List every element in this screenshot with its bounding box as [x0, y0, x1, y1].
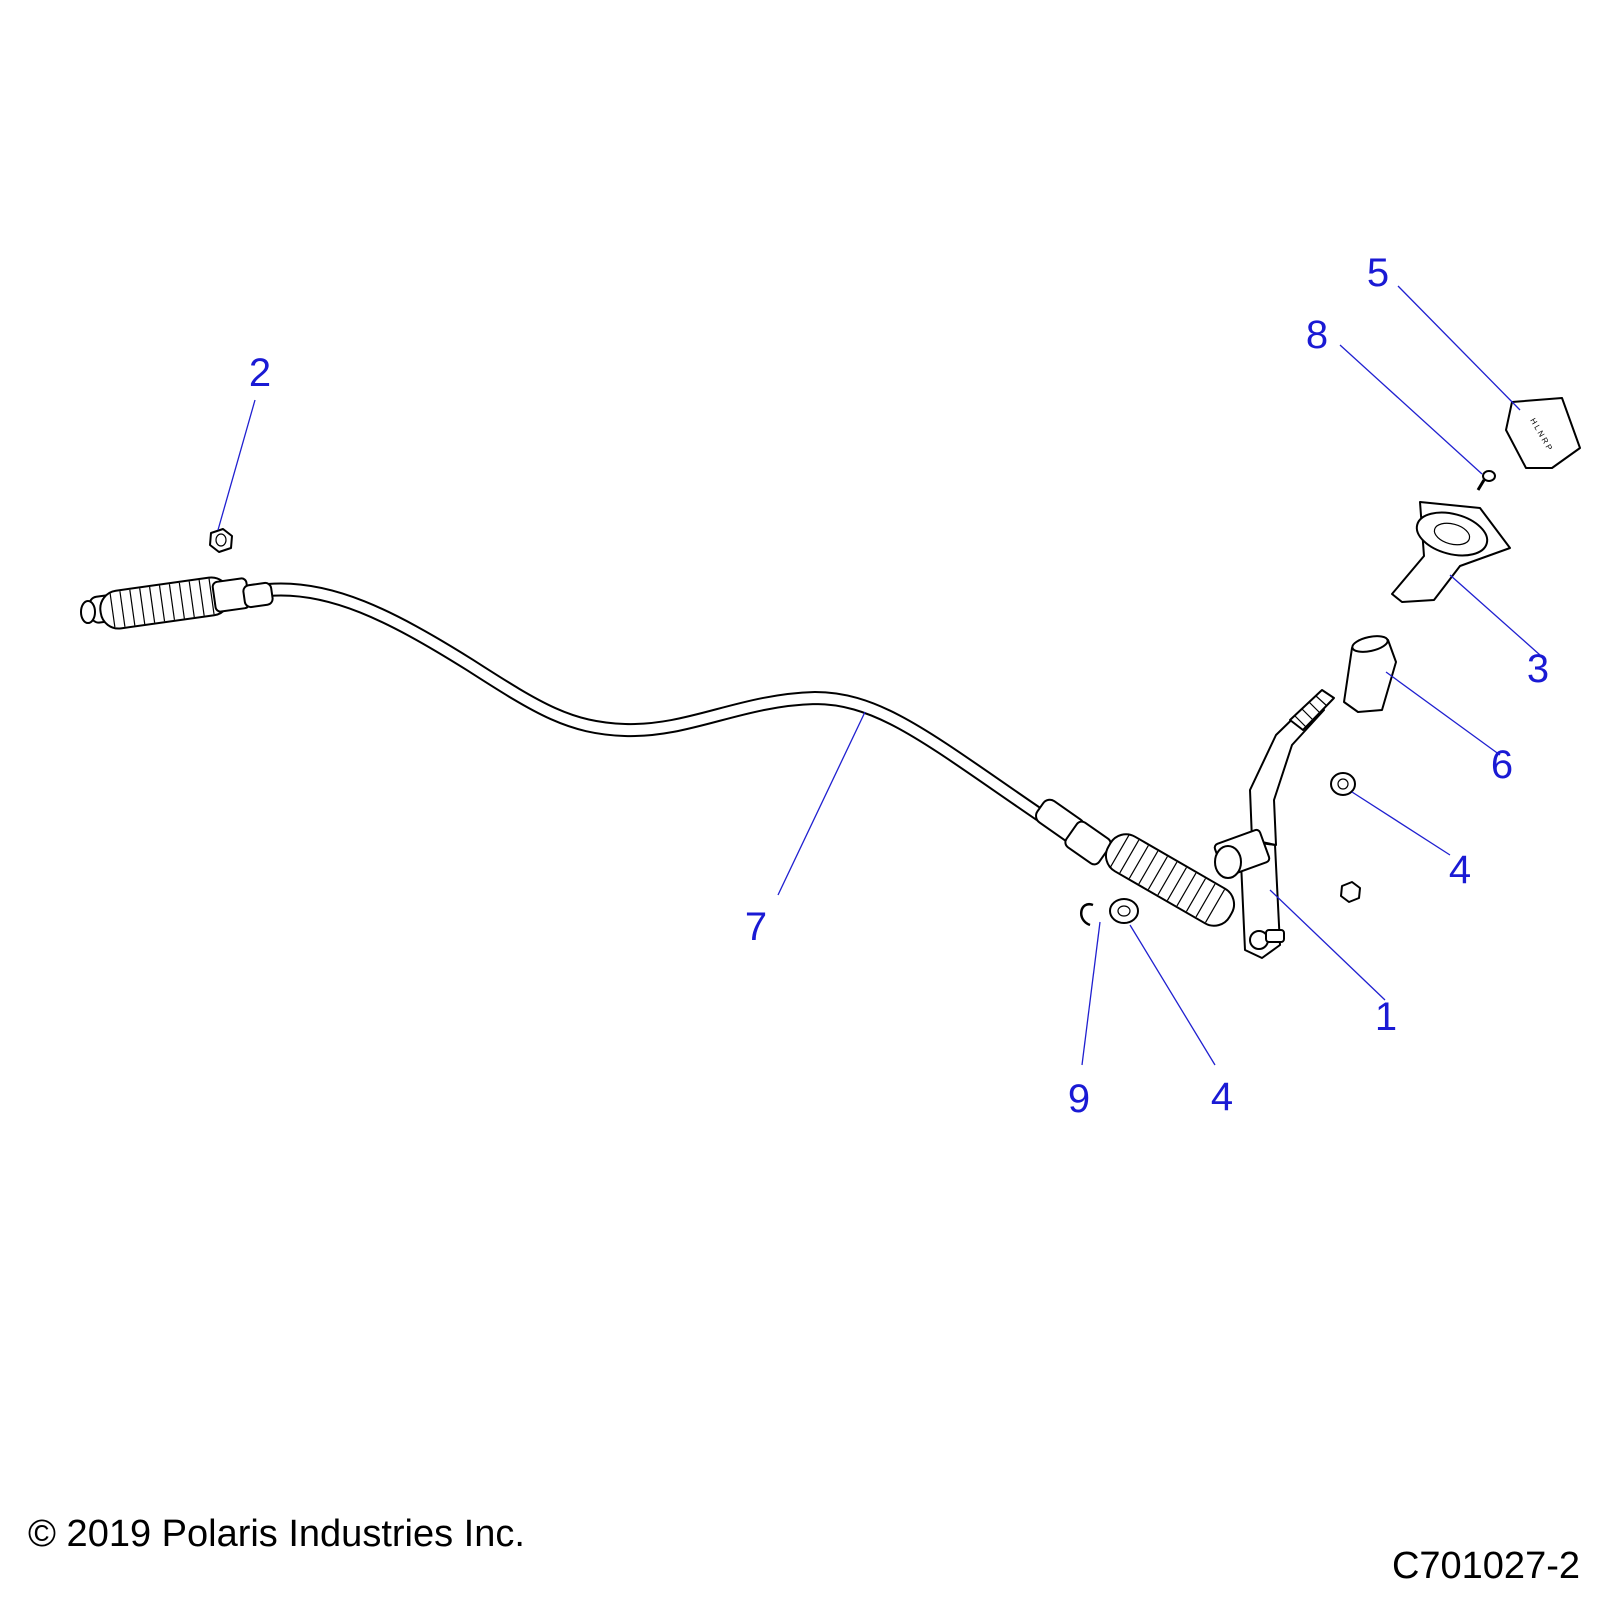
leader-lines	[217, 285, 1541, 1066]
callout-3: 3	[1527, 647, 1549, 691]
screw-part-8	[1476, 470, 1496, 491]
cable-left-end	[80, 576, 274, 630]
shift-cable-part	[80, 576, 1236, 927]
nut-part-2	[209, 528, 233, 553]
cable-right-end	[1035, 798, 1236, 927]
callout-1: 1	[1375, 995, 1397, 1039]
drawing-number: C701027-2	[1392, 1545, 1580, 1587]
callout-4-lower: 4	[1211, 1075, 1233, 1119]
copyright-notice: © 2019 Polaris Industries Inc.	[28, 1513, 525, 1555]
callout-6: 6	[1491, 743, 1513, 787]
shift-knob-part: H L N R P	[1505, 397, 1581, 469]
shift-boot-part	[1391, 501, 1511, 603]
callout-2: 2	[249, 351, 271, 395]
bushing-part-4-lower	[1109, 898, 1139, 924]
lever-nut-part	[1340, 881, 1361, 903]
callout-4-upper: 4	[1449, 848, 1471, 892]
e-clip-part-9	[1080, 902, 1094, 927]
callout-5: 5	[1367, 251, 1389, 295]
callout-8: 8	[1306, 313, 1328, 357]
shift-lever-part	[1213, 689, 1335, 959]
callout-9: 9	[1068, 1077, 1090, 1121]
callout-7: 7	[745, 905, 767, 949]
bushing-part-4-upper	[1330, 772, 1356, 796]
lever-grip-part	[1343, 635, 1397, 713]
